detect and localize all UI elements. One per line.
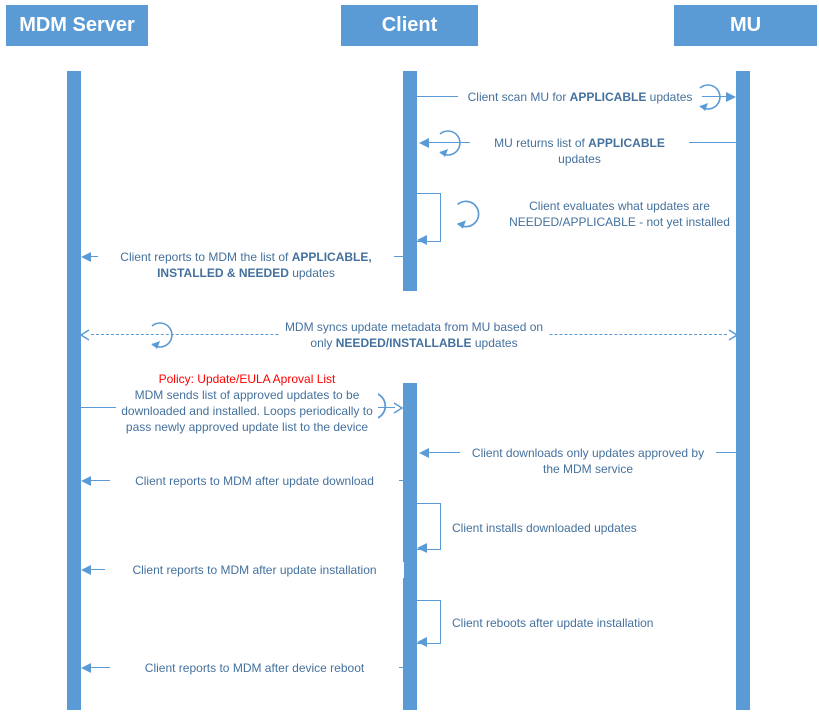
message-sync-bold: NEEDED/INSTALLABLE — [335, 336, 472, 350]
arrowhead-left-icon — [419, 138, 429, 148]
arrowhead-left-icon — [81, 663, 91, 673]
message-scan-pre: Client scan MU for — [467, 90, 570, 104]
message-reboots-text: Client reboots after update installation — [452, 616, 654, 630]
actor-mdm-server-label: MDM Server — [19, 14, 135, 36]
loop-icon — [699, 84, 721, 111]
loop-icon — [439, 130, 461, 157]
message-scan-bold: APPLICABLE — [569, 90, 647, 104]
open-arrowhead-left-icon — [79, 329, 90, 341]
policy-body: MDM sends list of approved updates to be… — [121, 388, 373, 434]
message-report-download-text: Client reports to MDM after update downl… — [110, 473, 399, 489]
lifeline-client-segment-1 — [403, 71, 417, 291]
loop-icon — [151, 322, 173, 349]
message-returns-bold: APPLICABLE — [588, 136, 665, 150]
actor-mdm-server: MDM Server — [6, 5, 148, 46]
message-scan-post: updates — [646, 90, 693, 104]
message-reports-list-pre: Client reports to MDM the list of — [120, 250, 292, 264]
message-sync-text: MDM syncs update metadata from MU based … — [280, 319, 548, 351]
lifeline-client-segment-2 — [403, 383, 417, 710]
message-installs-text: Client installs downloaded updates — [452, 521, 637, 535]
arrowhead-left-icon — [417, 543, 427, 553]
message-reports-list-bold: APPLICABLE, INSTALLED & NEEDED — [157, 250, 372, 280]
self-call-reboots — [417, 600, 441, 644]
message-downloads-text: Client downloads only updates approved b… — [460, 445, 716, 477]
open-arrowhead-right-icon — [393, 402, 404, 414]
open-arrowhead-right-icon — [728, 329, 739, 341]
actor-client-label: Client — [381, 14, 438, 36]
arrowhead-right-icon — [726, 92, 736, 102]
policy-title: Policy: Update/EULA Aproval List — [158, 372, 336, 386]
message-evaluates-text: Client evaluates what updates are NEEDED… — [509, 199, 730, 229]
lifeline-mdm — [67, 71, 81, 710]
message-returns-text: MU returns list of APPLICABLE updates — [470, 135, 689, 167]
message-returns-pre: MU returns list of — [494, 136, 589, 150]
arrowhead-left-icon — [417, 637, 427, 647]
actor-client: Client — [341, 5, 478, 46]
message-reports-list-text: Client reports to MDM the list of APPLIC… — [98, 249, 394, 281]
actor-mu: MU — [674, 5, 817, 46]
arrowhead-left-icon — [81, 565, 91, 575]
arrowhead-left-icon — [417, 235, 427, 245]
arrowhead-left-icon — [419, 448, 429, 458]
arrowhead-left-icon — [81, 476, 91, 486]
message-sync-post: updates — [471, 336, 518, 350]
self-call-installs — [417, 503, 441, 550]
message-sync-pre: MDM syncs update metadata from MU based … — [284, 320, 544, 350]
message-report-reboot-text: Client reports to MDM after device reboo… — [110, 660, 399, 676]
loop-icon — [456, 200, 480, 229]
message-policy-text: Policy: Update/EULA Aproval List MDM sen… — [116, 371, 378, 435]
message-report-install-text: Client reports to MDM after update insta… — [105, 562, 404, 578]
message-scan-text: Client scan MU for APPLICABLE updates — [458, 89, 702, 105]
message-returns-post: updates — [558, 152, 601, 166]
actor-mu-label: MU — [729, 14, 762, 36]
message-reports-list-post: updates — [288, 266, 335, 280]
arrowhead-left-icon — [81, 252, 91, 262]
self-call-evaluates — [417, 193, 441, 242]
lifeline-mu — [736, 71, 750, 710]
